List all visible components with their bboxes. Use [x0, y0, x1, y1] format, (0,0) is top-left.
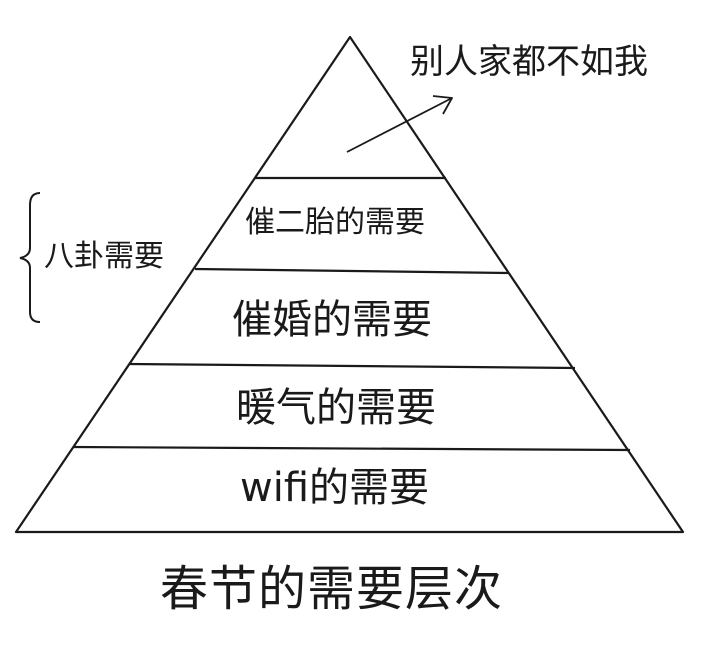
diagram-caption: 春节的需要层次 [160, 561, 504, 617]
level-divider-4 [72, 445, 631, 452]
annotation-arrow-head [432, 95, 453, 115]
annotation-text: 别人家都不如我 [410, 42, 648, 82]
level-divider-3 [128, 362, 576, 370]
level-label-heating: 暖气的需要 [236, 385, 436, 431]
level-label-wifi: wifi的需要 [240, 465, 430, 511]
annotation-arrow-shaft [346, 97, 453, 153]
level-label-marriage: 催婚的需要 [232, 297, 432, 343]
bracket-label: 八卦需要 [44, 239, 164, 274]
gossip-bracket [19, 192, 41, 323]
pyramid-outline [14, 35, 685, 534]
level-label-second-child: 催二胎的需要 [245, 205, 425, 240]
level-divider-2 [194, 267, 509, 275]
